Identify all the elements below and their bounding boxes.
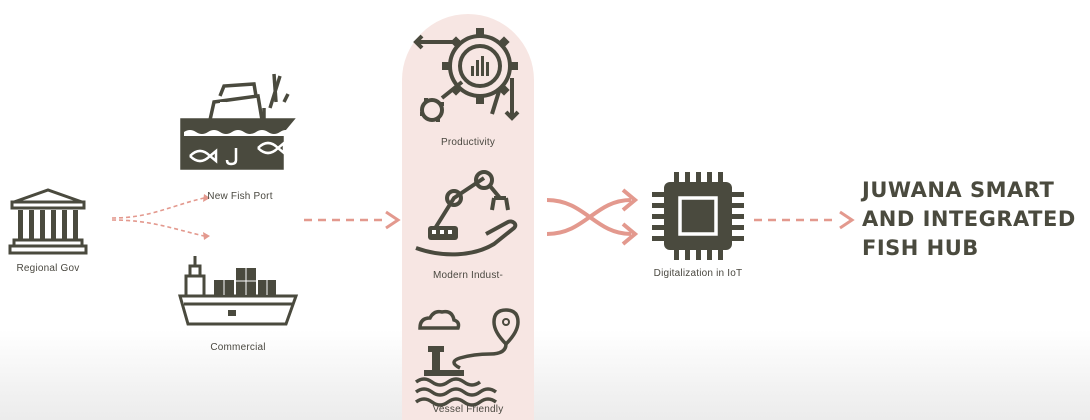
new-fish-port-label: New Fish Port	[207, 191, 273, 202]
vessel-location-icon	[414, 308, 520, 407]
productivity-gear-icon	[412, 18, 526, 130]
hub-title-line-3: FISH HUB	[862, 236, 979, 260]
background-fade	[0, 330, 1090, 420]
cargo-ship-icon	[176, 254, 300, 334]
productivity-label: Productivity	[440, 137, 496, 148]
modern-industry-label: Modern Indust-	[432, 270, 504, 281]
hub-title: JUWANA SMART AND INTEGRATED FISH HUB	[862, 176, 1076, 263]
arrow-to-title	[752, 210, 856, 230]
commercial-label: Commercial	[210, 342, 266, 353]
crossing-arrows	[545, 186, 641, 248]
regional-gov-label: Regional Gov	[16, 263, 80, 274]
arrow-to-center	[302, 210, 402, 230]
fishing-boat-icon	[180, 72, 300, 174]
split-arrows	[110, 192, 210, 242]
digitalization-label: Digitalization in IoT	[653, 268, 743, 279]
government-building-icon	[8, 188, 88, 256]
hub-title-line-2: AND INTEGRATED	[862, 207, 1076, 231]
hub-title-line-1: JUWANA SMART	[862, 178, 1055, 202]
microchip-icon	[650, 172, 746, 262]
robot-arm-icon	[414, 168, 518, 260]
vessel-friendly-label: Vessel Friendly	[432, 404, 504, 415]
